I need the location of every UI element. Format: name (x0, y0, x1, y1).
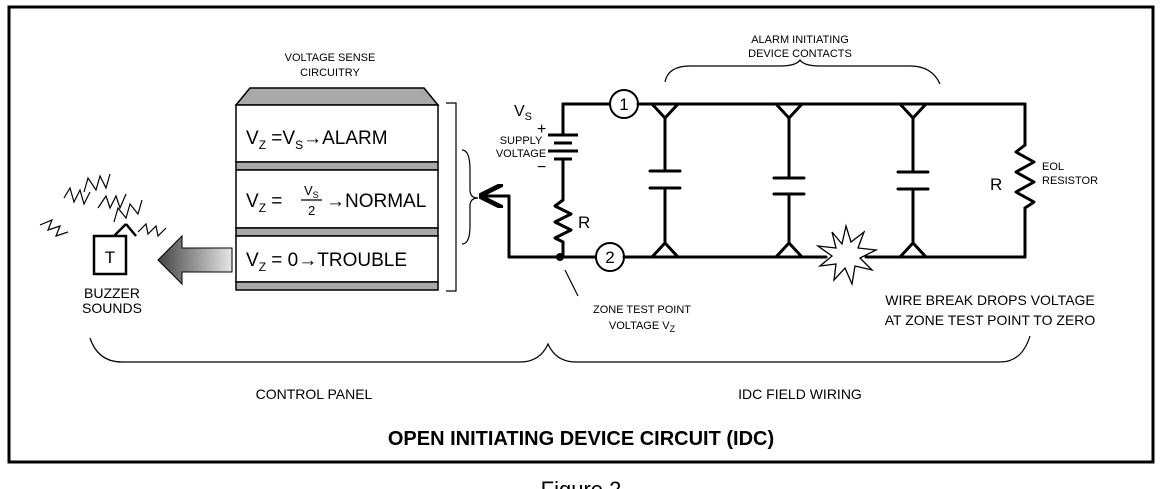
curly-brace (461, 149, 479, 245)
eol-r-label: R (990, 175, 1002, 194)
svg-text:2: 2 (605, 248, 614, 267)
sense-row-trouble: VZ = 0→TROUBLE (246, 250, 407, 274)
eol-label-line2: RESISTOR (1042, 175, 1098, 187)
zone-test-label-line2: VOLTAGE VZ (609, 320, 676, 334)
sense-box-top (234, 87, 440, 106)
device-contact-1 (648, 102, 682, 259)
wire-break-label-line2: AT ZONE TEST POINT TO ZERO (885, 312, 1096, 328)
buzzer-t-glyph: T (105, 248, 115, 267)
alert-arrow (157, 234, 233, 286)
supply-vs: VS (514, 103, 532, 123)
wire-break-label-line1: WIRE BREAK DROPS VOLTAGE (885, 292, 1095, 308)
sense-resistor (553, 198, 573, 244)
supply-label-line1: SUPPLY (500, 135, 543, 147)
sense-feed-wire (484, 196, 511, 259)
supply-plus: + (537, 121, 546, 138)
section-brace (89, 335, 1031, 363)
zone-test-pointer (564, 269, 579, 297)
svg-text:→NORMAL: →NORMAL (326, 191, 426, 212)
supply-label-line2: VOLTAGE (496, 148, 546, 160)
sense-row-normal-bg (235, 169, 439, 229)
device-contact-3 (896, 102, 930, 259)
field-wiring-label: IDC FIELD WIRING (738, 386, 862, 402)
zone-test-label-line1: ZONE TEST POINT (593, 304, 691, 316)
supply-minus: − (537, 159, 546, 176)
contacts-label-line2: DEVICE CONTACTS (748, 48, 852, 60)
eol-label-line1: EOL (1042, 161, 1064, 173)
buzzer-label-line1: BUZZER (84, 285, 140, 301)
buzzer: T BUZZER SOUNDS (39, 173, 167, 316)
control-panel-label: CONTROL PANEL (256, 386, 373, 402)
sound-bolts (39, 173, 167, 238)
contacts-brace (664, 58, 941, 85)
idc-circuit: VS + − SUPPLY VOLTAGE R 1 2 (484, 89, 1098, 287)
eol-resistor (1014, 143, 1036, 210)
contacts-label-line1: ALARM INITIATING (751, 34, 849, 46)
figure-caption: Figure 2 (541, 477, 622, 489)
buzzer-box (92, 234, 128, 276)
svg-text:VS: VS (304, 183, 319, 200)
figure-border (7, 5, 1155, 464)
voltage-sense-circuitry: VOLTAGE SENSE CIRCUITRY VZ =VS→ALARM VZ … (234, 52, 479, 292)
sense-row-trouble-bg (235, 235, 439, 283)
device-contact-2 (772, 102, 806, 259)
buzzer-label-line2: SOUNDS (82, 300, 142, 316)
svg-text:2: 2 (308, 203, 315, 218)
sense-title-line2: CIRCUITRY (300, 67, 360, 79)
zone-test-point (556, 253, 564, 261)
input-bracket (446, 102, 457, 292)
sense-row-normal: VZ = VS 2 →NORMAL (246, 183, 426, 218)
wire-break-star (815, 223, 879, 287)
svg-text:1: 1 (619, 95, 628, 114)
sense-title-line1: VOLTAGE SENSE (285, 52, 376, 64)
svg-text:VZ =: VZ = (246, 191, 282, 215)
sense-resistor-label: R (578, 213, 590, 232)
sense-row-alarm: VZ =VS→ALARM (246, 128, 388, 152)
diagram-title: OPEN INITIATING DEVICE CIRCUIT (IDC) (388, 428, 774, 450)
